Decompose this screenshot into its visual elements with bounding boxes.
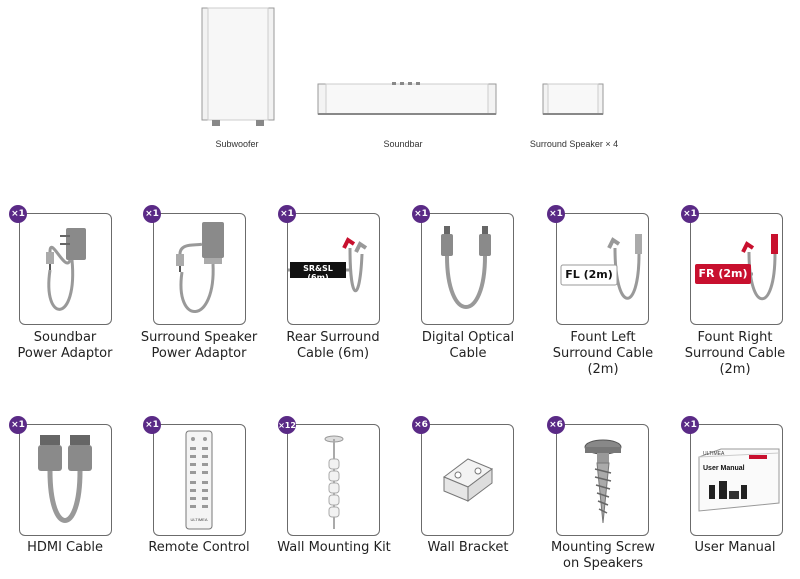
fr-cable-tag: FR (2m) [698,267,748,280]
quantity-badge: ×1 [412,205,430,223]
item-card-digital-optical-cable [421,213,514,325]
quantity-badge: ×6 [412,416,430,434]
quantity-badge: ×1 [143,416,161,434]
item-card-rear-surround-cable: SR&SL (6m) [287,213,380,325]
item-card-front-right-cable: FR (2m) [690,213,783,325]
quantity-badge: ×1 [9,416,27,434]
item-card-remote-control: ULTIMEA [153,424,246,536]
item-caption: Wall Mounting Kit [277,540,391,555]
quantity-badge: ×1 [681,205,699,223]
surround-speaker-illustration [541,82,605,118]
rear-cable-tag: SR&SL (6m) [303,264,333,282]
item-card-front-left-cable: FL (2m) [556,213,649,325]
quantity-badge: ×1 [681,416,699,434]
quantity-badge: ×1 [143,205,161,223]
subwoofer-label: Subwoofer [215,139,259,149]
quantity-badge: ×1 [278,205,296,223]
soundbar-illustration [316,80,498,118]
item-caption: Remote Control [148,540,250,555]
item-caption: Wall Bracket [427,540,509,555]
fl-cable-tag: FL (2m) [565,268,613,281]
quantity-badge: ×1 [9,205,27,223]
quantity-badge: ×6 [547,416,565,434]
soundbar-label: Soundbar [383,139,423,149]
item-card-wall-mounting-kit [287,424,380,536]
item-card-hdmi-cable [19,424,112,536]
item-card-user-manual: ULTIMEA User Manual [690,424,783,536]
item-card-surround-power-adaptor [153,213,246,325]
quantity-badge: ×1 [547,205,565,223]
item-card-soundbar-power-adaptor [19,213,112,325]
manual-brand-text: ULTIMEA [703,451,725,457]
item-card-wall-bracket [421,424,514,536]
item-card-mounting-screw [556,424,649,536]
item-caption: HDMI Cable [27,540,103,555]
remote-brand-text: ULTIMEA [190,517,208,522]
surround-speaker-label: Surround Speaker × 4 [529,139,619,149]
manual-cover-title: User Manual [703,465,745,472]
subwoofer-illustration [200,6,276,130]
quantity-badge: ×12 [278,416,296,434]
item-caption: User Manual [694,540,776,555]
